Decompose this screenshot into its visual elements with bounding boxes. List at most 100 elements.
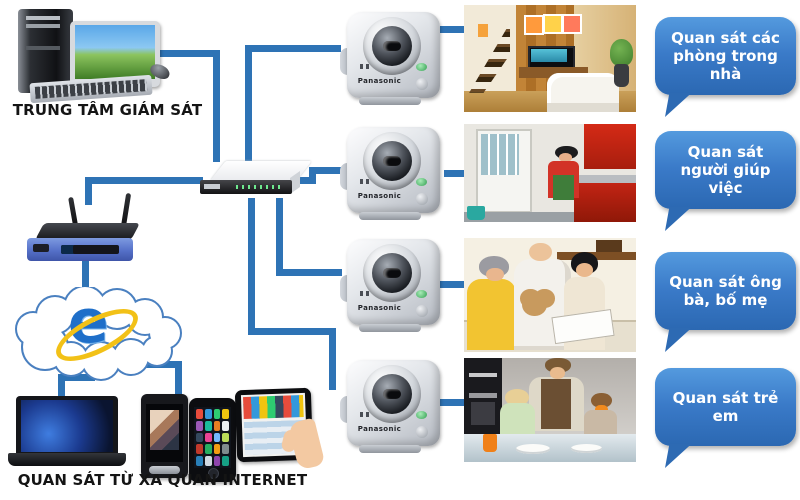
camera-brand-label: Panasonic <box>357 304 402 312</box>
camera-base <box>359 445 421 453</box>
callout-monitor-housekeeper: Quan sát người giúp việc <box>655 131 796 209</box>
camera-button <box>416 426 428 438</box>
camera-mic-dots <box>360 64 363 69</box>
bucket <box>467 206 485 221</box>
camera-lens <box>372 26 412 66</box>
pc-tower <box>18 9 73 93</box>
callout-monitor-grandparents: Quan sát ông bà, bố mẹ <box>655 252 796 330</box>
grandfather-head <box>529 242 552 261</box>
kitchen-counter <box>570 174 636 183</box>
ip-camera-3: Panasonic <box>337 237 440 332</box>
connection-line-cam2-photo <box>444 170 470 177</box>
camera-button <box>416 193 428 205</box>
plate <box>515 444 550 454</box>
connection-line-cam1-v <box>245 45 252 162</box>
connection-line-cam4-c <box>329 328 336 390</box>
camera-led <box>416 63 427 71</box>
hand-holding-tablet <box>287 417 326 471</box>
wall-art <box>562 13 582 34</box>
plant <box>610 39 633 66</box>
connection-line-cam3-v <box>276 198 283 276</box>
shelf <box>556 251 636 260</box>
connection-line-cloud-laptop-2 <box>58 374 95 381</box>
mother-vest <box>541 378 571 429</box>
grandmother-cardigan <box>467 279 516 350</box>
connection-line-cam1-photo <box>440 26 468 33</box>
connection-line-cam3-h <box>276 269 342 276</box>
camera-led <box>416 411 427 419</box>
child-boy-top <box>584 410 618 435</box>
camera-brand-label: Panasonic <box>357 192 402 200</box>
living-room-stairs <box>469 22 511 93</box>
camera-mic-dots <box>360 291 363 296</box>
connection-line-cam4-a <box>248 198 255 335</box>
iphone-icon <box>189 398 236 482</box>
connection-line-cam2-a <box>292 177 316 184</box>
camera-lens <box>372 253 412 293</box>
wall-art <box>524 14 544 35</box>
connection-line-cam2-b <box>309 167 316 184</box>
plant-vase <box>613 63 630 88</box>
oven-handle <box>469 393 497 398</box>
teddy-bear <box>522 292 547 316</box>
child-boy-hair <box>591 393 612 408</box>
camera-aperture <box>383 389 401 399</box>
photo-kitchen-housekeeper <box>464 124 636 222</box>
camera-lens-ring <box>363 17 421 75</box>
ip-camera-1: Panasonic <box>337 10 440 105</box>
laptop-icon <box>8 396 126 470</box>
camera-lens <box>372 374 412 414</box>
housekeeper-face <box>558 153 573 163</box>
orange-cup <box>482 433 497 452</box>
oven-handle <box>469 372 497 377</box>
connection-line-cam2-c <box>309 167 341 174</box>
camera-brand-label: Panasonic <box>357 77 402 85</box>
internet-cloud-icon <box>15 287 182 381</box>
kitchen-red-cabinet-bottom <box>574 182 636 222</box>
ip-camera-2: Panasonic <box>337 125 440 220</box>
switch-front-panel <box>200 180 292 194</box>
camera-button <box>416 305 428 317</box>
sofa <box>546 73 619 112</box>
camera-aperture <box>383 156 401 166</box>
connection-line-cam3-photo <box>437 281 467 288</box>
child-girl-top <box>500 402 535 434</box>
ie-letter-e: e <box>68 287 109 357</box>
connection-line-pc-v <box>213 50 220 162</box>
callout-text: Quan sát người giúp việc <box>680 142 771 198</box>
laptop-display <box>21 400 113 452</box>
callout-monitor-rooms: Quan sát các phòng trong nhà <box>655 17 796 95</box>
plate <box>570 444 602 453</box>
kitchen-door-window <box>481 133 520 175</box>
connection-line-cam4-photo <box>436 399 467 406</box>
smartphone-photo-thumbnail <box>150 410 179 450</box>
camera-led <box>416 290 427 298</box>
smartphone-screen <box>146 404 183 462</box>
camera-lens <box>372 141 412 181</box>
connection-line-router-cloud <box>82 260 89 305</box>
tv-screen <box>531 48 568 62</box>
kitchen-floor <box>464 212 575 222</box>
pc-monitor <box>70 21 160 87</box>
callout-text: Quan sát trẻ em <box>672 388 779 425</box>
ip-camera-4: Panasonic <box>337 358 440 453</box>
shelf-box <box>596 240 623 252</box>
grandmother-face <box>486 267 504 282</box>
camera-aperture <box>383 41 401 51</box>
camera-base <box>359 212 421 220</box>
camera-mic-dots <box>360 179 363 184</box>
connection-line-pc-h <box>148 50 220 57</box>
girl-face <box>575 263 593 277</box>
camera-base <box>359 324 421 332</box>
laptop-screen <box>16 396 118 456</box>
connection-line-cloud-laptop-3 <box>58 374 65 402</box>
connection-line-cloud-phone-v <box>175 361 182 403</box>
photo-grandparents-reading <box>464 238 636 352</box>
monitoring-computer-icon <box>10 5 172 104</box>
callout-monitor-children: Quan sát trẻ em <box>655 368 796 446</box>
photo-children-eating <box>464 358 636 462</box>
photo-living-room <box>464 5 636 112</box>
child-girl-hair <box>505 389 530 406</box>
camera-lens-ring <box>363 365 421 423</box>
